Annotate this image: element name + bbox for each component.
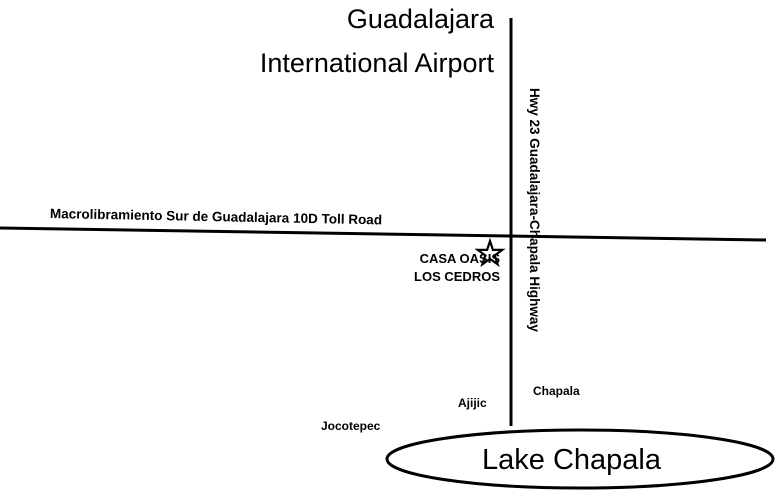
property-label-line2: LOS CEDROS	[414, 269, 500, 284]
lake-outline	[385, 428, 775, 490]
airport-label-line1: Guadalajara	[346, 4, 494, 34]
property-label-line1: CASA OASIS	[419, 251, 500, 266]
highway-label: Hwy 23 Guadalajara-Chapala Highway	[527, 88, 542, 332]
town-jocotepec-label: Jocotepec	[321, 419, 381, 433]
star-icon	[474, 237, 506, 268]
airport-label-line2: International Airport	[259, 48, 494, 78]
toll-road-line	[0, 226, 767, 242]
lake-label: Lake Chapala	[482, 444, 661, 476]
town-ajijic-label: Ajijic	[458, 396, 487, 410]
town-chapala-label: Chapala	[533, 384, 580, 398]
